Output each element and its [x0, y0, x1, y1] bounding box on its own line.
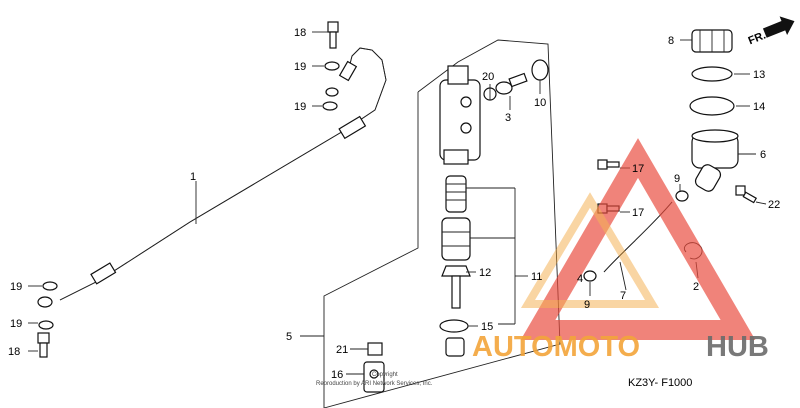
callout-2: 2	[693, 281, 699, 293]
callout-9b: 9	[584, 299, 590, 311]
reservoir-cap-8	[691, 29, 733, 53]
assembly-bracket	[323, 39, 561, 408]
watermark-brand-right: HUB	[706, 331, 769, 363]
watermark-logo	[520, 138, 756, 340]
callout-9a: 9	[674, 173, 680, 185]
plate-13	[691, 66, 733, 82]
callout-19b: 19	[294, 101, 306, 113]
callout-10: 10	[534, 97, 546, 109]
callout-18a: 18	[294, 27, 306, 39]
reservoir-6	[691, 129, 739, 192]
clamp-9-a	[675, 190, 689, 202]
washer-19-d	[38, 320, 54, 330]
callout-16: 16	[331, 369, 343, 381]
front-direction-arrow: FR.	[747, 16, 795, 48]
diaphragm-14	[689, 96, 735, 116]
callout-11: 11	[531, 271, 542, 283]
washer-19-a	[324, 61, 340, 71]
bolt-17-a	[597, 159, 620, 170]
nut-21	[367, 342, 383, 356]
callout-numbers: 1 2 3 4 5 6 7 8 9 9 10 11 12 13 14 15 16…	[8, 27, 780, 381]
callout-3: 3	[505, 112, 511, 124]
screw-22	[735, 185, 758, 204]
callout-13: 13	[753, 69, 765, 81]
callout-17b: 17	[632, 207, 644, 219]
fitting-3	[495, 72, 528, 95]
clamp-9-b	[583, 270, 597, 282]
callout-19c: 19	[10, 281, 22, 293]
pushrod-12	[441, 265, 471, 309]
diagram-code: KZ3Y- F1000	[628, 377, 692, 389]
copyright-line-2: Reproduction by ARI Network Services, In…	[316, 381, 433, 387]
front-direction-label: FR.	[747, 30, 768, 48]
copyright-line-1: Copyright	[372, 372, 398, 378]
piston-cup	[441, 217, 471, 261]
callout-21: 21	[336, 344, 348, 356]
callout-20: 20	[482, 71, 494, 83]
washer-19-c	[42, 281, 58, 291]
callout-12: 12	[479, 267, 491, 279]
watermark-brand-left: AUTOMOTO	[472, 331, 640, 363]
callout-18b: 18	[8, 346, 20, 358]
callout-6: 6	[760, 149, 766, 161]
callout-1: 1	[190, 171, 196, 183]
master-cylinder-body	[439, 65, 481, 165]
brake-hose	[37, 47, 387, 308]
boot-15	[439, 319, 469, 333]
joint-16	[363, 337, 465, 393]
washer-19-b	[322, 101, 338, 111]
bolt-18-top	[327, 21, 339, 49]
callout-8: 8	[668, 35, 674, 47]
callout-14: 14	[753, 101, 765, 113]
callout-5: 5	[286, 331, 292, 343]
callout-17a: 17	[632, 163, 644, 175]
callout-7: 7	[620, 290, 626, 302]
callout-4: 4	[577, 273, 583, 285]
callout-22: 22	[768, 199, 780, 211]
clip-10	[531, 59, 549, 81]
piston-spring	[445, 175, 467, 213]
callout-19d: 19	[10, 318, 22, 330]
bolt-18-bottom	[37, 332, 50, 358]
callout-15: 15	[481, 321, 493, 333]
callout-19a: 19	[294, 61, 306, 73]
